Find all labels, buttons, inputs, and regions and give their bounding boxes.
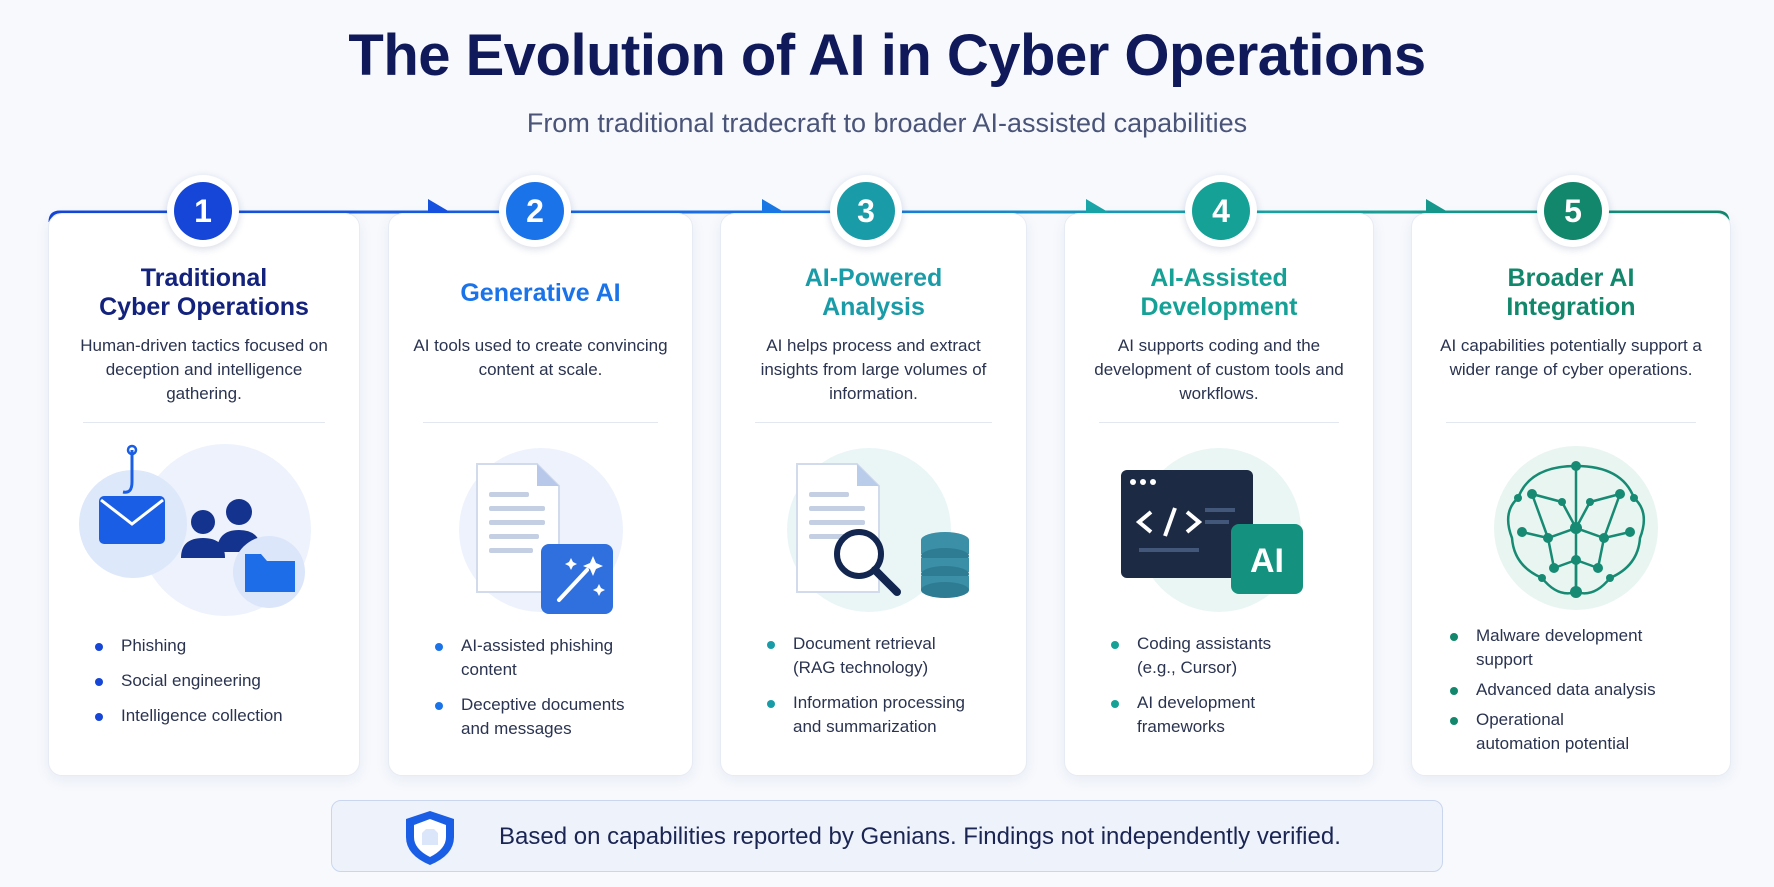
database-icon (921, 532, 969, 598)
analysis-illustration (787, 448, 969, 612)
stage-title: AI-Assisted Development (1140, 264, 1298, 321)
folder-icon (233, 536, 305, 608)
stage-card-1: Traditional Cyber Operations Human-drive… (48, 213, 360, 776)
bullet-item: Phishing (95, 634, 345, 658)
stage-number-badge-3: 3 (830, 175, 902, 247)
stage-title: Traditional Cyber Operations (99, 264, 309, 321)
stage-card-5: Broader AI Integration AI capabilities p… (1411, 213, 1731, 776)
magnifier-icon (834, 529, 901, 596)
phishing-email-icon (79, 444, 187, 578)
stage-title: Generative AI (460, 278, 621, 307)
stage-bullets: Document retrieval (RAG technology) Info… (767, 632, 1012, 750)
generative-illustration (459, 448, 623, 614)
development-illustration: AI (1121, 448, 1303, 612)
bullet-item: Malware development support (1450, 624, 1650, 672)
svg-text:AI: AI (1250, 542, 1284, 580)
stage-number-badge-4: 4 (1185, 175, 1257, 247)
stage-description: AI tools used to create convincing conte… (413, 336, 668, 379)
stage-number-badge-2: 2 (499, 175, 571, 247)
divider (423, 422, 658, 423)
divider (1099, 422, 1339, 423)
bullet-item: Coding assistants (e.g., Cursor) (1111, 632, 1301, 680)
divider (755, 422, 992, 423)
stage-number: 3 (837, 182, 895, 240)
stage-card-2: Generative AI AI tools used to create co… (388, 213, 693, 776)
stage-card-4: AI-Assisted Development AI supports codi… (1064, 213, 1374, 776)
divider (1446, 422, 1696, 423)
bullet-item: Social engineering (95, 669, 345, 693)
divider (83, 422, 325, 423)
users-icon (181, 499, 261, 558)
stage-description: AI supports coding and the development o… (1094, 336, 1344, 403)
magic-wand-icon (541, 544, 613, 614)
stage-bullets: Malware development support Advanced dat… (1450, 624, 1716, 767)
bullet-item: AI development frameworks (1111, 691, 1281, 739)
stage-number: 2 (506, 182, 564, 240)
ai-badge-icon: AI (1231, 524, 1303, 594)
page-subtitle: From traditional tradecraft to broader A… (526, 108, 1248, 138)
stage-bullets: AI-assisted phishing content Deceptive d… (435, 634, 678, 752)
stage-number: 1 (174, 182, 232, 240)
stage-number-badge-1: 1 (167, 175, 239, 247)
disclaimer-text: Based on capabilities reported by Genian… (499, 823, 1341, 850)
stage-description: AI helps process and extract insights fr… (760, 336, 987, 403)
stage-title: Broader AI Integration (1506, 264, 1636, 321)
stage-number-badge-5: 5 (1537, 175, 1609, 247)
document-icon (476, 463, 560, 593)
stage-description: Human-driven tactics focused on deceptio… (80, 336, 328, 403)
shield-icon (406, 811, 454, 865)
bullet-item: Advanced data analysis (1450, 678, 1716, 702)
page-title: The Evolution of AI in Cyber Operations (348, 23, 1426, 88)
stage-bullets: Coding assistants (e.g., Cursor) AI deve… (1111, 632, 1359, 750)
integration-illustration (1494, 446, 1658, 610)
bullet-item: Deceptive documents and messages (435, 693, 635, 741)
stage-card-3: AI-Powered Analysis AI helps process and… (720, 213, 1027, 776)
stage-number: 4 (1192, 182, 1250, 240)
bullet-item: Information processing and summarization (767, 691, 977, 739)
stage-number: 5 (1544, 182, 1602, 240)
code-window-icon (1121, 470, 1253, 578)
bullet-item: AI-assisted phishing content (435, 634, 615, 682)
stage-bullets: Phishing Social engineering Intelligence… (95, 634, 345, 739)
stage-description: AI capabilities potentially support a wi… (1440, 336, 1702, 379)
bullet-item: Document retrieval (RAG technology) (767, 632, 957, 680)
neural-nodes (1514, 461, 1638, 598)
phishing-illustration (79, 444, 311, 616)
bullet-item: Intelligence collection (95, 704, 345, 728)
disclaimer-note: Based on capabilities reported by Genian… (331, 800, 1443, 872)
bullet-item: Operational automation potential (1450, 708, 1650, 756)
stage-title: AI-Powered Analysis (804, 264, 943, 321)
